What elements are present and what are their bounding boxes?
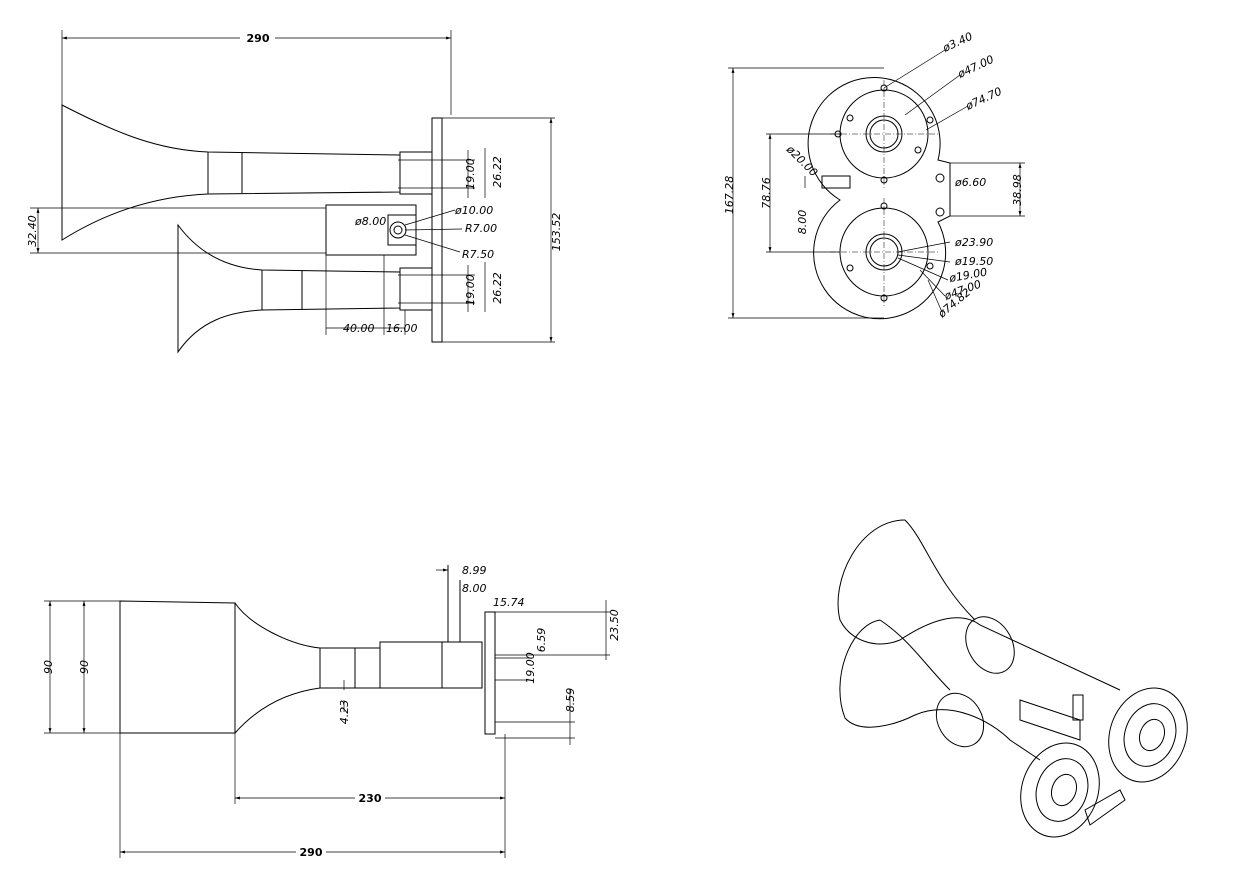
isometric-view [837, 519, 1188, 838]
flange-outline [807, 76, 951, 320]
dim-290-side: 290 [247, 32, 270, 45]
dim-2622-top: 26.22 [491, 156, 504, 188]
dim-1574: 15.74 [493, 596, 525, 609]
dim-phi660: ø6.60 [954, 176, 986, 189]
dim-659: 6.59 [535, 628, 548, 653]
dim-19-bot: 19.00 [464, 274, 477, 306]
dim-r7: R7.00 [465, 222, 497, 235]
end-view: 167.28 78.76 8.00 38.98 ø3.40 ø47.00 ø74… [723, 30, 1025, 321]
dim-19-top: 19.00 [464, 158, 477, 190]
dim-899: 8.99 [462, 564, 487, 577]
dim-1900-top: 19.00 [524, 652, 537, 684]
dim-3898: 38.98 [1011, 174, 1024, 206]
dim-phi7470: ø74.70 [963, 85, 1004, 113]
dim-16728: 167.28 [723, 176, 736, 215]
dim-90-inner: 90 [78, 660, 91, 674]
bolt-holes [834, 84, 945, 302]
dim-40: 40.00 [343, 322, 375, 335]
upper-horn [61, 104, 401, 241]
dim-r75: R7.50 [462, 248, 494, 261]
dim-290-top: 290 [300, 846, 323, 859]
dim-90-outer: 90 [42, 660, 55, 674]
iso-flange-front [1020, 742, 1100, 838]
dim-phi2000: ø20.00 [783, 142, 820, 179]
dim-3240: 32.40 [26, 215, 39, 247]
dim-15352: 153.52 [550, 213, 563, 252]
dim-phi1950: ø19.50 [954, 255, 993, 268]
dim-phi10: ø10.00 [454, 204, 493, 217]
dim-800-end: 8.00 [796, 210, 809, 235]
dim-230: 230 [359, 792, 382, 805]
dim-859: 8.59 [564, 688, 577, 713]
dim-phi4700-top: ø47.00 [955, 53, 996, 81]
dim-2622-bot: 26.22 [491, 272, 504, 304]
top-view: 90 90 8.99 8.00 15.74 23.50 6.59 19.00 8… [42, 564, 621, 859]
dim-7876: 78.76 [760, 177, 773, 209]
dim-2350: 23.50 [608, 609, 621, 641]
dim-800-top: 8.00 [462, 582, 487, 595]
dim-phi8: ø8.00 [354, 215, 386, 228]
dim-phi340: ø3.40 [940, 30, 975, 55]
dim-16: 16.00 [386, 322, 418, 335]
dim-423: 4.23 [338, 700, 351, 725]
side-view: 290 19.00 26.22 153.52 ø8.00 ø10.00 R7.0… [26, 30, 563, 354]
iso-flange-rear [1108, 687, 1188, 783]
dim-phi2390: ø23.90 [954, 236, 993, 249]
